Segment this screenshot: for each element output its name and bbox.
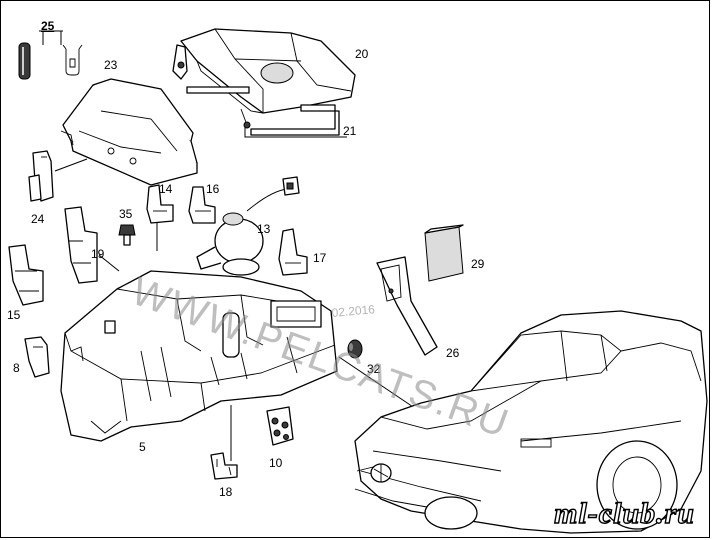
- part-16-clip: [188, 186, 216, 224]
- callout-32: 32: [367, 362, 381, 376]
- callout-24: 24: [31, 212, 45, 226]
- part-23-cover: [60, 78, 198, 186]
- callout-26: 26: [446, 346, 460, 360]
- callout-8: 8: [13, 361, 20, 375]
- part-26-strip: [376, 256, 438, 356]
- part-14-clip: [146, 184, 174, 224]
- part-13-motor: [196, 176, 300, 276]
- part-35-bolt: [118, 223, 158, 251]
- part-29-block: [424, 224, 464, 282]
- callout-17: 17: [313, 251, 327, 265]
- callout-14: 14: [159, 182, 173, 196]
- part-17-clip: [278, 228, 308, 276]
- brand-logo-text: ml-club.ru: [553, 496, 695, 530]
- callout-29: 29: [471, 257, 485, 271]
- callout-19: 19: [91, 247, 105, 261]
- part-19-bracket: [64, 206, 120, 284]
- part-15-bracket: [8, 244, 44, 306]
- callout-18: 18: [219, 485, 233, 499]
- part-10-connector: [266, 406, 294, 446]
- vehicle-suv: [354, 310, 708, 534]
- callout-35: 35: [119, 207, 133, 221]
- callout-10: 10: [269, 456, 283, 470]
- part-21-strips: [186, 86, 347, 138]
- callout-20: 20: [355, 47, 369, 61]
- part-8-clip: [24, 336, 50, 378]
- callout-16: 16: [206, 182, 220, 196]
- part-24-bracket: [28, 150, 88, 202]
- callout-21: 21: [343, 124, 357, 138]
- part-20-top-cover: [172, 28, 356, 129]
- part-5-fuse-box: [60, 270, 338, 461]
- callout-13: 13: [257, 222, 271, 236]
- callout-5: 5: [139, 440, 146, 454]
- part-25-clips: [18, 30, 83, 80]
- callout-23: 23: [104, 58, 118, 72]
- part-18-clip: [210, 452, 238, 480]
- callout-25: 25: [41, 19, 55, 33]
- callout-15: 15: [7, 308, 21, 322]
